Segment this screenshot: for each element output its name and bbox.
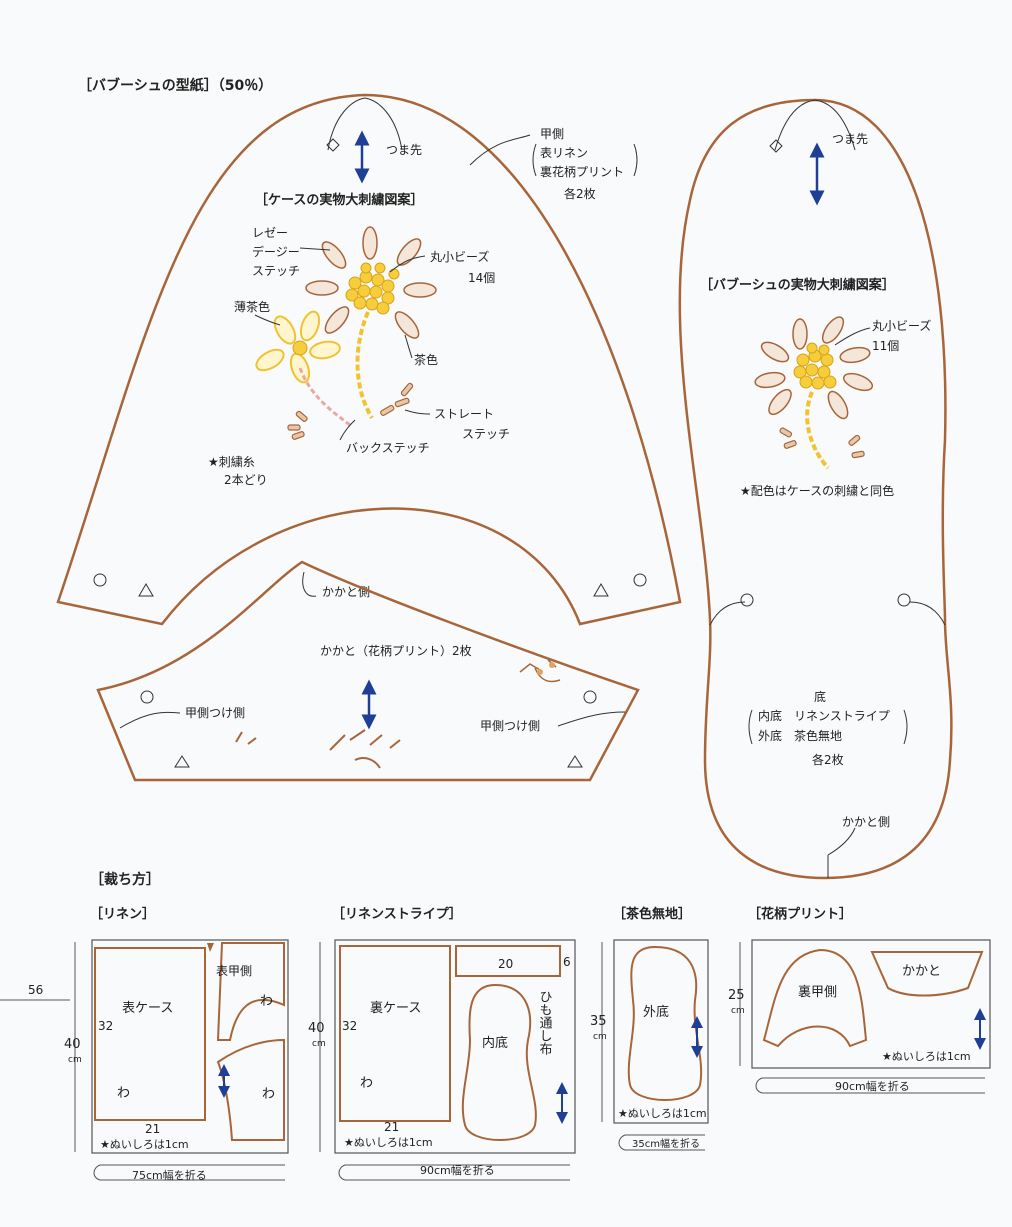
thread-note-2: 2本どり (224, 473, 268, 487)
linen-case-label: 表ケース (122, 1001, 173, 1016)
heel-label: かかと（花柄プリント）2枚 (320, 643, 472, 658)
stripe-strip-length: 20 (498, 957, 513, 971)
case-beads-label: 丸小ビーズ (430, 249, 489, 264)
stripe-height: 40 (308, 1021, 325, 1036)
linen-case-width: 21 (145, 1122, 160, 1136)
diamond-mark-icon (769, 139, 783, 153)
layout-linen-stripe: ［リネンストライプ］ 裏ケース 内底 20 6 ひも通し布 わ 40 cm 32… (308, 906, 576, 1181)
brown-sole-label: 外底 (643, 1004, 669, 1020)
triangle-mark-icon (174, 755, 190, 768)
pattern-title: ［バブーシュの型紙］（50％） (78, 77, 272, 94)
circle-mark-icon (583, 690, 597, 704)
linen-seam: ★ぬいしろは1cm (100, 1138, 189, 1151)
triangle-mark-icon (593, 583, 609, 597)
stripe-case-width: 21 (384, 1120, 399, 1134)
heel-left-attach: 甲側つけ側 (185, 706, 245, 720)
sole-color-note: ★配色はケースの刺繍と同色 (740, 484, 894, 498)
linen-height: 40 (64, 1037, 81, 1052)
upper-count: 各2枚 (564, 186, 596, 201)
stripe-sole-label: 内底 (482, 1035, 508, 1051)
circle-mark-icon (897, 593, 911, 607)
case-embroidery-title: ［ケースの実物大刺繍図案］ (255, 192, 423, 208)
upper-label-2: 表リネン (540, 146, 588, 160)
sole-count: 各2枚 (812, 752, 844, 767)
stripe-case-label: 裏ケース (370, 1001, 421, 1016)
stripe-fold: わ (360, 1076, 373, 1091)
circle-mark-icon (633, 573, 647, 587)
diamond-mark-icon (326, 138, 340, 152)
circle-mark-icon (740, 593, 754, 607)
lazy-daisy-label-2: デージー (252, 244, 300, 259)
linen-fold-2: わ (262, 1087, 275, 1102)
brown-title: ［茶色無地］ (613, 906, 691, 922)
heel-right-attach: 甲側つけ側 (480, 719, 540, 733)
layout-linen: ［リネン］ 表ケース 表甲側 わ わ わ 40 cm 32 21 ★ぬいしろは1… (64, 906, 289, 1182)
upper-toe-label: つま先 (386, 143, 422, 157)
circle-mark-icon (93, 573, 107, 587)
thread-note-1: ★刺繍糸 (208, 455, 255, 469)
floral-upper-label: 裏甲側 (798, 985, 837, 1000)
case-beads-count: 14個 (468, 271, 495, 285)
case-embroidery: ［ケースの実物大刺繍図案］ (208, 192, 510, 487)
circle-mark-icon (140, 690, 154, 704)
upper-label-3: 裏花柄プリント (540, 164, 624, 179)
brown-label: 茶色 (414, 352, 438, 367)
sole-embroidery-title: ［バブーシュの実物大刺繍図案］ (700, 277, 895, 293)
floral-height-unit: cm (731, 1006, 745, 1016)
cutting-title: ［裁ち方］ (90, 871, 160, 888)
light-brown-label: 薄茶色 (234, 299, 270, 314)
heel-piece: かかと（花柄プリント）2枚 甲側つけ側 甲側つけ側 (96, 560, 640, 782)
floral-heel-label: かかと (902, 964, 941, 979)
stripe-strip-width: 6 (563, 955, 571, 969)
triangle-mark-icon (138, 583, 154, 597)
sole-heel-side: かかと側 (842, 815, 890, 829)
floral-fabric: 90cm幅を折る (835, 1079, 910, 1093)
upper-heel-side: かかと側 (322, 585, 370, 599)
sole-outer: 外底 茶色無地 (758, 728, 842, 743)
sole-beads-label: 丸小ビーズ (872, 318, 931, 333)
stripe-seam: ★ぬいしろは1cm (344, 1136, 433, 1149)
linen-fabric: 75cm幅を折る (132, 1168, 207, 1182)
linen-fold-3: わ (117, 1086, 130, 1101)
triangle-mark-icon (567, 755, 583, 768)
linen-height-unit: cm (68, 1055, 82, 1065)
brown-seam: ★ぬいしろは1cm (618, 1107, 707, 1120)
linen-upper-label: 表甲側 (216, 964, 252, 978)
linen-fold-1: わ (260, 994, 273, 1009)
stripe-fabric: 90cm幅を折る (420, 1163, 495, 1177)
stripe-case-height: 32 (342, 1019, 357, 1033)
sole-toe-label: つま先 (832, 132, 868, 146)
sole-title: 底 (814, 689, 826, 704)
stripe-title: ［リネンストライプ］ (332, 906, 462, 922)
lazy-daisy-label-1: レゼー (252, 226, 288, 240)
page-number: 56 (28, 983, 43, 997)
linen-case-height: 32 (98, 1019, 113, 1033)
brown-height: 35 (590, 1014, 607, 1029)
upper-label-1: 甲側 (540, 127, 564, 141)
layout-floral: ［花柄プリント］ 裏甲側 かかと 25 cm ★ぬいしろは1cm 90cm幅を折… (728, 906, 991, 1094)
brown-height-unit: cm (593, 1032, 607, 1042)
stripe-height-unit: cm (312, 1039, 326, 1049)
straight-stitch-label-2: ステッチ (462, 427, 510, 441)
stripe-string-label: ひも通し布 (537, 990, 553, 1056)
sole-beads-count: 11個 (872, 339, 899, 353)
upper-piece: つま先 甲側 表リネン 裏花柄プリント 各2枚 かかと側 (56, 93, 682, 626)
brown-fabric: 35cm幅を折る (632, 1137, 700, 1150)
floral-height: 25 (728, 988, 745, 1003)
layout-brown-plain: ［茶色無地］ 外底 35 cm ★ぬいしろは1cm 35cm幅を折る (590, 906, 709, 1151)
straight-stitch-label-1: ストレート (434, 407, 494, 421)
lazy-daisy-label-3: ステッチ (252, 264, 300, 278)
sole-piece: つま先 ［バブーシュの実物大刺繍図案］ 丸小ビーズ 11個 (678, 98, 953, 880)
floral-seam: ★ぬいしろは1cm (882, 1050, 971, 1063)
floral-title: ［花柄プリント］ (748, 906, 852, 922)
back-stitch-label: バックステッチ (346, 441, 430, 455)
sole-inner: 内底 リネンストライプ (758, 708, 890, 723)
linen-title: ［リネン］ (90, 906, 155, 922)
